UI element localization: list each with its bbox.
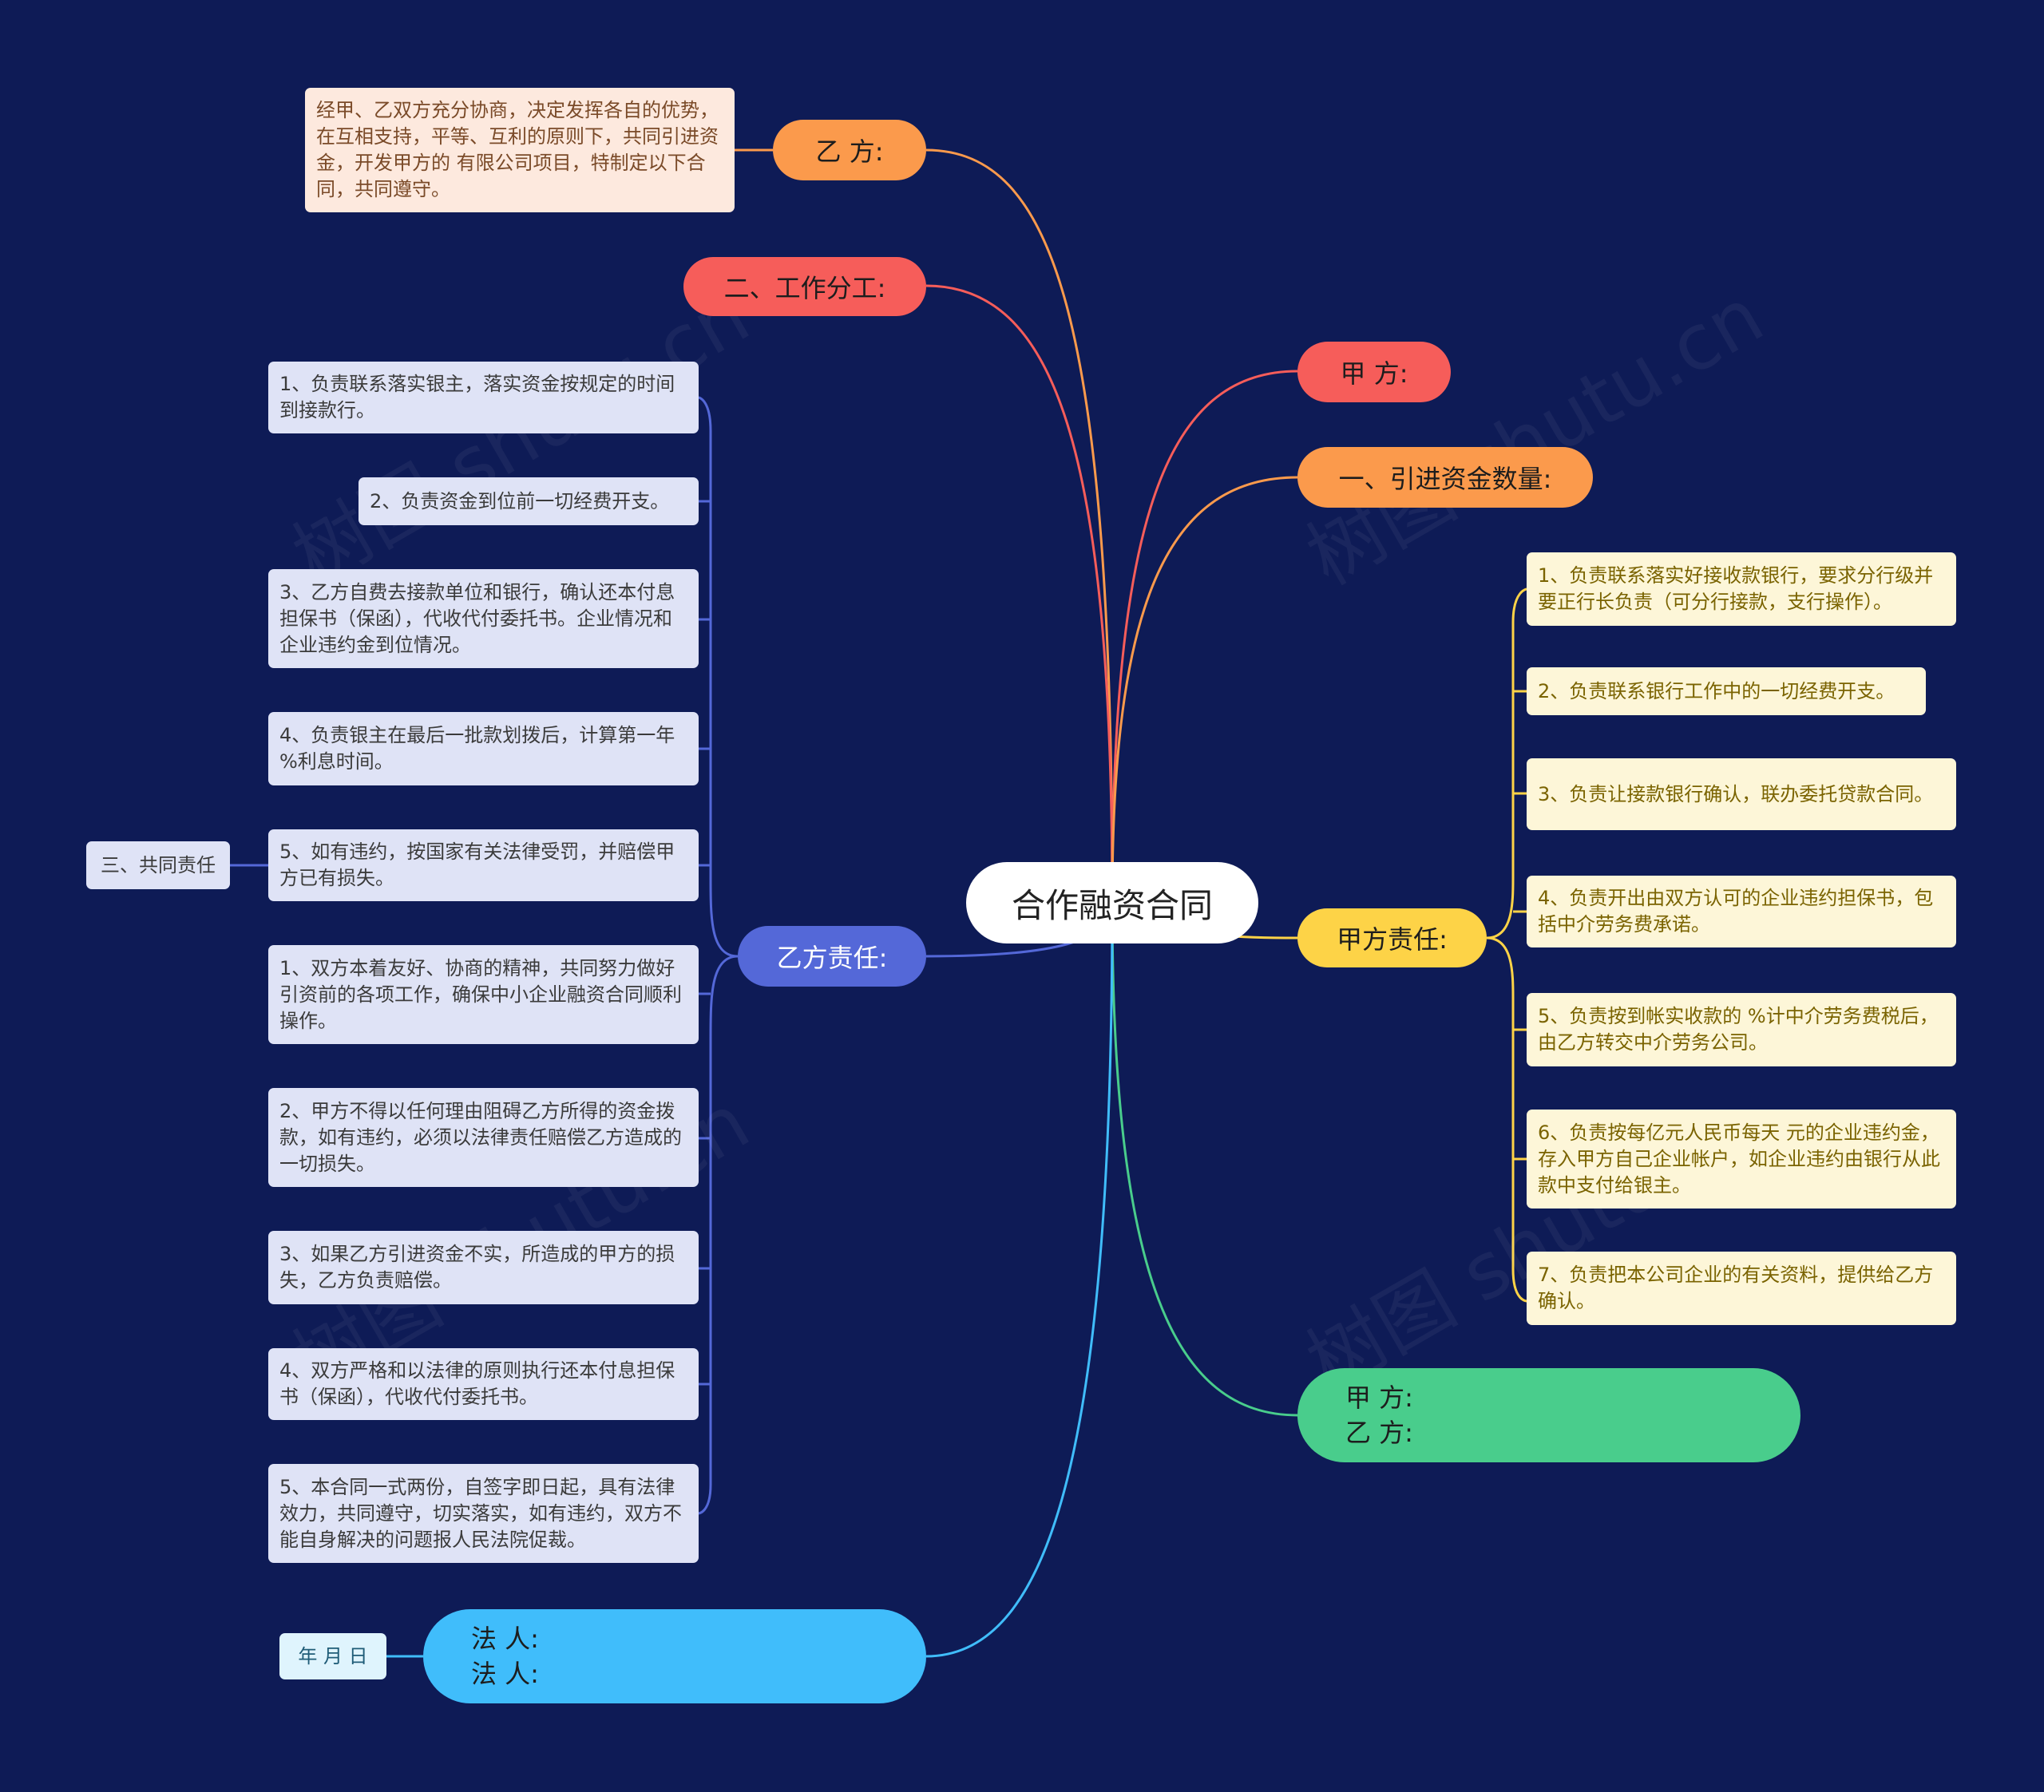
common-item-2[interactable]: 2、甲方不得以任何理由阻碍乙方所得的资金拨款，如有违约，必须以法律责任赔偿乙方造… [268, 1088, 699, 1187]
common-item-1[interactable]: 1、双方本着友好、协商的精神，共同努力做好引资前的各项工作，确保中小企业融资合同… [268, 945, 699, 1044]
common-responsibility-label[interactable]: 三、共同责任 [86, 841, 230, 889]
jia-item-2[interactable]: 2、负责联系银行工作中的一切经费开支。 [1527, 667, 1926, 715]
branch-jia-responsibility[interactable]: 甲方责任: [1297, 908, 1487, 967]
link-yi-fang [925, 148, 1114, 903]
yi-item-2[interactable]: 2、负责资金到位前一切经费开支。 [358, 477, 699, 525]
jia-item-4[interactable]: 4、负责开出由双方认可的企业违约担保书，包括中介劳务费承诺。 [1527, 876, 1956, 947]
branch-work-division[interactable]: 二、工作分工: [683, 257, 926, 316]
center-topic[interactable]: 合作融资合同 [966, 862, 1258, 943]
yi-item-1[interactable]: 1、负责联系落实银主，落实资金按规定的时间到接款行。 [268, 362, 699, 433]
date-label[interactable]: 年 月 日 [279, 1633, 386, 1679]
jia-item-5[interactable]: 5、负责按到帐实收款的 %计中介劳务费税后，由乙方转交中介劳务公司。 [1527, 993, 1956, 1066]
link-work-division [925, 284, 1114, 903]
preamble-note[interactable]: 经甲、乙双方充分协商，决定发挥各自的优势，在互相支持，平等、互利的原则下，共同引… [305, 88, 735, 212]
link-legal [925, 901, 1114, 1658]
common-item-5[interactable]: 5、本合同一式两份，自签字即日起，具有法律效力，共同遵守，切实落实，如有违约，双… [268, 1464, 699, 1563]
yi-item-4[interactable]: 4、负责银主在最后一批款划拨后，计算第一年 %利息时间。 [268, 712, 699, 785]
yi-item-5[interactable]: 5、如有违约，按国家有关法律受罚，并赔偿甲方已有损失。 [268, 829, 699, 901]
branch-capital-amount[interactable]: 一、引进资金数量: [1297, 447, 1593, 508]
jia-item-3[interactable]: 3、负责让接款银行确认，联办委托贷款合同。 [1527, 758, 1956, 830]
common-item-4[interactable]: 4、双方严格和以法律的原则执行还本付息担保书（保函），代收代付委托书。 [268, 1348, 699, 1420]
link-capital [1111, 476, 1298, 903]
jia-item-7[interactable]: 7、负责把本公司企业的有关资料，提供给乙方确认。 [1527, 1252, 1956, 1325]
branch-yi-responsibility[interactable]: 乙方责任: [738, 926, 926, 987]
jia-item-6[interactable]: 6、负责按每亿元人民币每天 元的企业违约金，存入甲方自己企业帐户，如企业违约由银… [1527, 1110, 1956, 1209]
jia-item-1[interactable]: 1、负责联系落实好接收款银行，要求分行级并要正行长负责（可分行接款，支行操作）。 [1527, 552, 1956, 626]
branch-yi-fang[interactable]: 乙 方: [773, 120, 926, 180]
yi-item-3[interactable]: 3、乙方自费去接款单位和银行，确认还本付息担保书（保函），代收代付委托书。企业情… [268, 569, 699, 668]
link-jia-fang [1111, 370, 1298, 903]
branch-jia-fang[interactable]: 甲 方: [1297, 342, 1451, 402]
link-signature [1111, 901, 1298, 1417]
branch-signature[interactable]: 甲 方: 乙 方: [1297, 1368, 1800, 1462]
common-item-3[interactable]: 3、如果乙方引进资金不实，所造成的甲方的损失，乙方负责赔偿。 [268, 1231, 699, 1304]
branch-legal-person[interactable]: 法 人: 法 人: [423, 1609, 926, 1703]
